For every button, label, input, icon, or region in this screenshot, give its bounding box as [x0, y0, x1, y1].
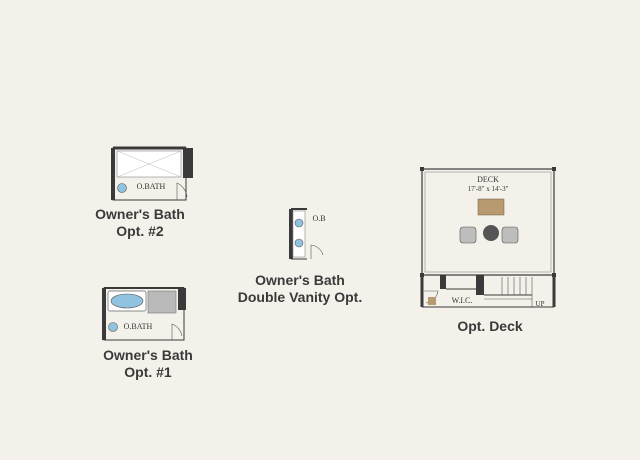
- sink-icon: [117, 183, 127, 193]
- vanity-counter: [292, 210, 306, 258]
- shower: [147, 290, 177, 314]
- stair-label-up: UP: [536, 300, 545, 308]
- room-dimensions: 17'-8" x 14'-3": [468, 185, 509, 193]
- wall-block: [178, 288, 186, 310]
- room-label-obath: O.BATH: [124, 322, 153, 331]
- chair-icon: [501, 226, 519, 244]
- sink-icon: [294, 218, 304, 228]
- caption-line2: Opt. #2: [116, 223, 164, 239]
- floorplan-owners-bath-opt1: O.BATH: [102, 287, 186, 341]
- room-label-deck: DECK: [477, 175, 499, 184]
- stairs-icon: [484, 277, 533, 307]
- caption-line1: Owner's Bath: [103, 347, 193, 363]
- deck-rail: [424, 171, 552, 273]
- chair-icon: [459, 226, 477, 244]
- caption-line1: Owner's Bath: [255, 272, 345, 288]
- door-swing-icon: [171, 323, 183, 340]
- room-label-obath: O.BATH: [137, 182, 166, 191]
- post-icon: [420, 167, 424, 171]
- caption-owners-bath-double-vanity: Owner's Bath Double Vanity Opt.: [220, 272, 380, 306]
- door-swing-icon: [310, 244, 324, 259]
- floorplan-owners-bath-double-vanity: O.B: [289, 208, 326, 260]
- wall-block: [476, 275, 484, 295]
- table-icon: [477, 198, 505, 216]
- wall-block: [183, 148, 193, 178]
- caption-line1: Owner's Bath: [95, 206, 185, 222]
- wall-block: [440, 275, 446, 289]
- caption-owners-bath-opt2: Owner's Bath Opt. #2: [80, 206, 200, 240]
- caption-opt-deck: Opt. Deck: [430, 318, 550, 335]
- post-icon: [552, 167, 556, 171]
- sink-icon: [108, 322, 118, 332]
- room-label-ob: O.B: [312, 214, 325, 223]
- sink-icon: [294, 238, 304, 248]
- floorplan-opt-deck: DECK 17'-8" x 14'-3" W.I.C. UP: [420, 167, 556, 308]
- walls: [102, 287, 185, 341]
- caption-line2: Opt. #1: [124, 364, 172, 380]
- door-swing-icon: [176, 182, 188, 200]
- floorplan-owners-bath-opt2: O.BATH: [111, 146, 193, 201]
- deck-outline: [421, 168, 555, 276]
- pedestal-table-icon: [483, 225, 499, 241]
- closet-label-wic: W.I.C.: [452, 296, 473, 305]
- caption-owners-bath-opt1: Owner's Bath Opt. #1: [88, 347, 208, 381]
- caption-line1: Opt. Deck: [457, 318, 523, 334]
- bathtub-basin-icon: [110, 293, 144, 309]
- cabinet-icon: [428, 297, 436, 305]
- caption-line2: Double Vanity Opt.: [237, 289, 363, 305]
- walls: [289, 208, 307, 260]
